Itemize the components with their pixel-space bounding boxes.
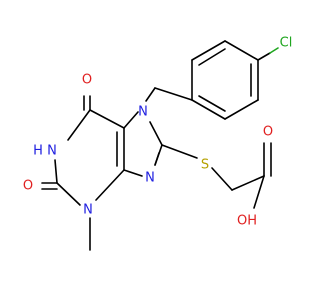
bond-n7-c8 (149, 121, 163, 146)
bond (224, 40, 259, 61)
bond-c6-n1 (67, 109, 91, 141)
chlorophenyl-ring (191, 40, 259, 120)
atom-n1-h: H (33, 144, 43, 159)
bond (191, 99, 226, 120)
bond-s-ch2 (211, 167, 233, 191)
bond-n7-c5 (123, 111, 139, 129)
atom-n9: N (145, 171, 155, 186)
bond-c8-s (161, 144, 198, 159)
atom-s: S (201, 158, 209, 173)
double-bond (154, 152, 160, 166)
atom-o-carbonyl: O (263, 125, 273, 140)
bond-ch2-cooh (231, 175, 265, 191)
structure-svg: Cl N O H N O N N S O OH (23, 36, 293, 251)
bond-n1-c2 (54, 159, 58, 184)
atom-o6: O (82, 73, 92, 88)
bond (224, 99, 259, 120)
molecule-diagram: Cl N O H N O N N S O OH (23, 36, 293, 251)
bond-c2-n3 (56, 182, 81, 206)
bond-ch2-n7 (145, 87, 156, 102)
bond-c-cl (257, 52, 271, 61)
double-bond (198, 95, 226, 112)
bond-c-cl (269, 47, 279, 54)
double-bond (198, 48, 226, 66)
atom-oh: OH (237, 214, 257, 229)
atom-cl: Cl (280, 36, 293, 51)
bond-c5-c6 (89, 109, 125, 129)
atom-n1: N (47, 144, 57, 159)
atom-o2: O (23, 179, 33, 194)
bond-n3-c4 (95, 169, 125, 201)
bond-n9-c4 (123, 169, 143, 177)
bond-c-oh (253, 175, 265, 209)
atom-n7: N (138, 105, 148, 120)
bond-benzyl (154, 87, 193, 101)
bond (191, 40, 226, 61)
atom-n3: N (83, 203, 93, 218)
